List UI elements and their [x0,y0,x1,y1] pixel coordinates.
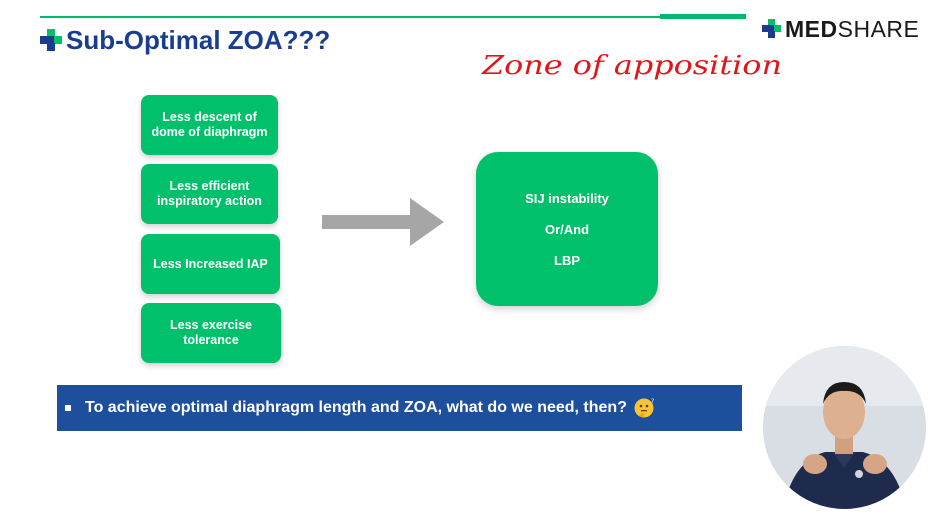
outcome-line-1: SIJ instability [525,190,609,206]
right-arrow-icon [322,198,444,246]
cause-card-2: Less efficient inspiratory action [141,164,278,224]
cause-card-3-label: Less Increased IAP [153,256,268,271]
cause-card-4-label: Less exercise tolerance [169,318,252,347]
brand-name: MEDSHARE [785,16,919,43]
outcome-card: SIJ instability Or/And LBP [476,152,658,306]
thinking-face-icon: ? [634,398,654,418]
outcome-line-2: Or/And [544,221,590,237]
brand-cross-icon [762,19,782,39]
svg-text:?: ? [651,398,654,405]
cause-card-4: Less exercise tolerance [141,303,281,363]
presenter-video-icon [763,346,926,509]
banner-text: To achieve optimal diaphragm length and … [85,399,627,416]
header-rule [40,16,746,18]
header-rule-accent [660,14,746,19]
brand-name-part1: MED [785,15,838,42]
bullet-icon [65,405,71,411]
title-block: Sub-Optimal ZOA??? [40,24,330,56]
outcome-line-3: LBP [554,252,580,268]
handwritten-annotation-text: Zone of apposition [481,51,782,81]
cause-card-1-label: Less descent of dome of diaphragm [151,110,268,139]
medshare-cross-icon [40,29,62,51]
presenter-webcam [763,346,926,509]
cause-card-3: Less Increased IAP [141,234,280,294]
cause-card-1: Less descent of dome of diaphragm [141,95,278,155]
brand-name-part2: SHARE [837,15,920,42]
question-banner: To achieve optimal diaphragm length and … [57,385,742,431]
cause-card-2-label: Less efficient inspiratory action [157,179,262,208]
brand-logo: MEDSHARE [762,16,919,42]
slide-title: Sub-Optimal ZOA??? [66,24,331,55]
handwritten-annotation: Zone of apposition [481,51,782,81]
